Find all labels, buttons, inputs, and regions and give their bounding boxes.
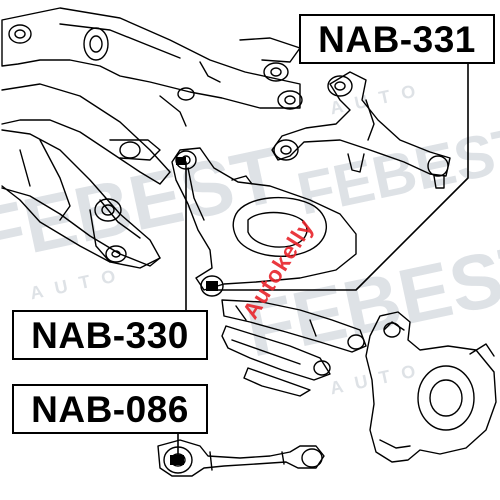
lower-spring-arm	[171, 147, 357, 297]
part-label-nab-331: NAB-331	[299, 14, 495, 64]
knuckle-hub-carrier	[365, 311, 497, 463]
watermark-auto-1: AUTO	[28, 263, 129, 303]
watermark-auto-3: AUTO	[328, 78, 429, 118]
lateral-links	[221, 299, 367, 397]
subframe-crossmember	[1, 7, 301, 269]
leader-markers	[170, 157, 218, 465]
watermark-auto-2: AUTO	[328, 358, 429, 398]
part-label-nab-086: NAB-086	[12, 384, 208, 434]
crossmember-bushings	[8, 24, 303, 263]
upper-control-arm	[271, 71, 451, 189]
part-label-nab-330: NAB-330	[12, 310, 208, 360]
